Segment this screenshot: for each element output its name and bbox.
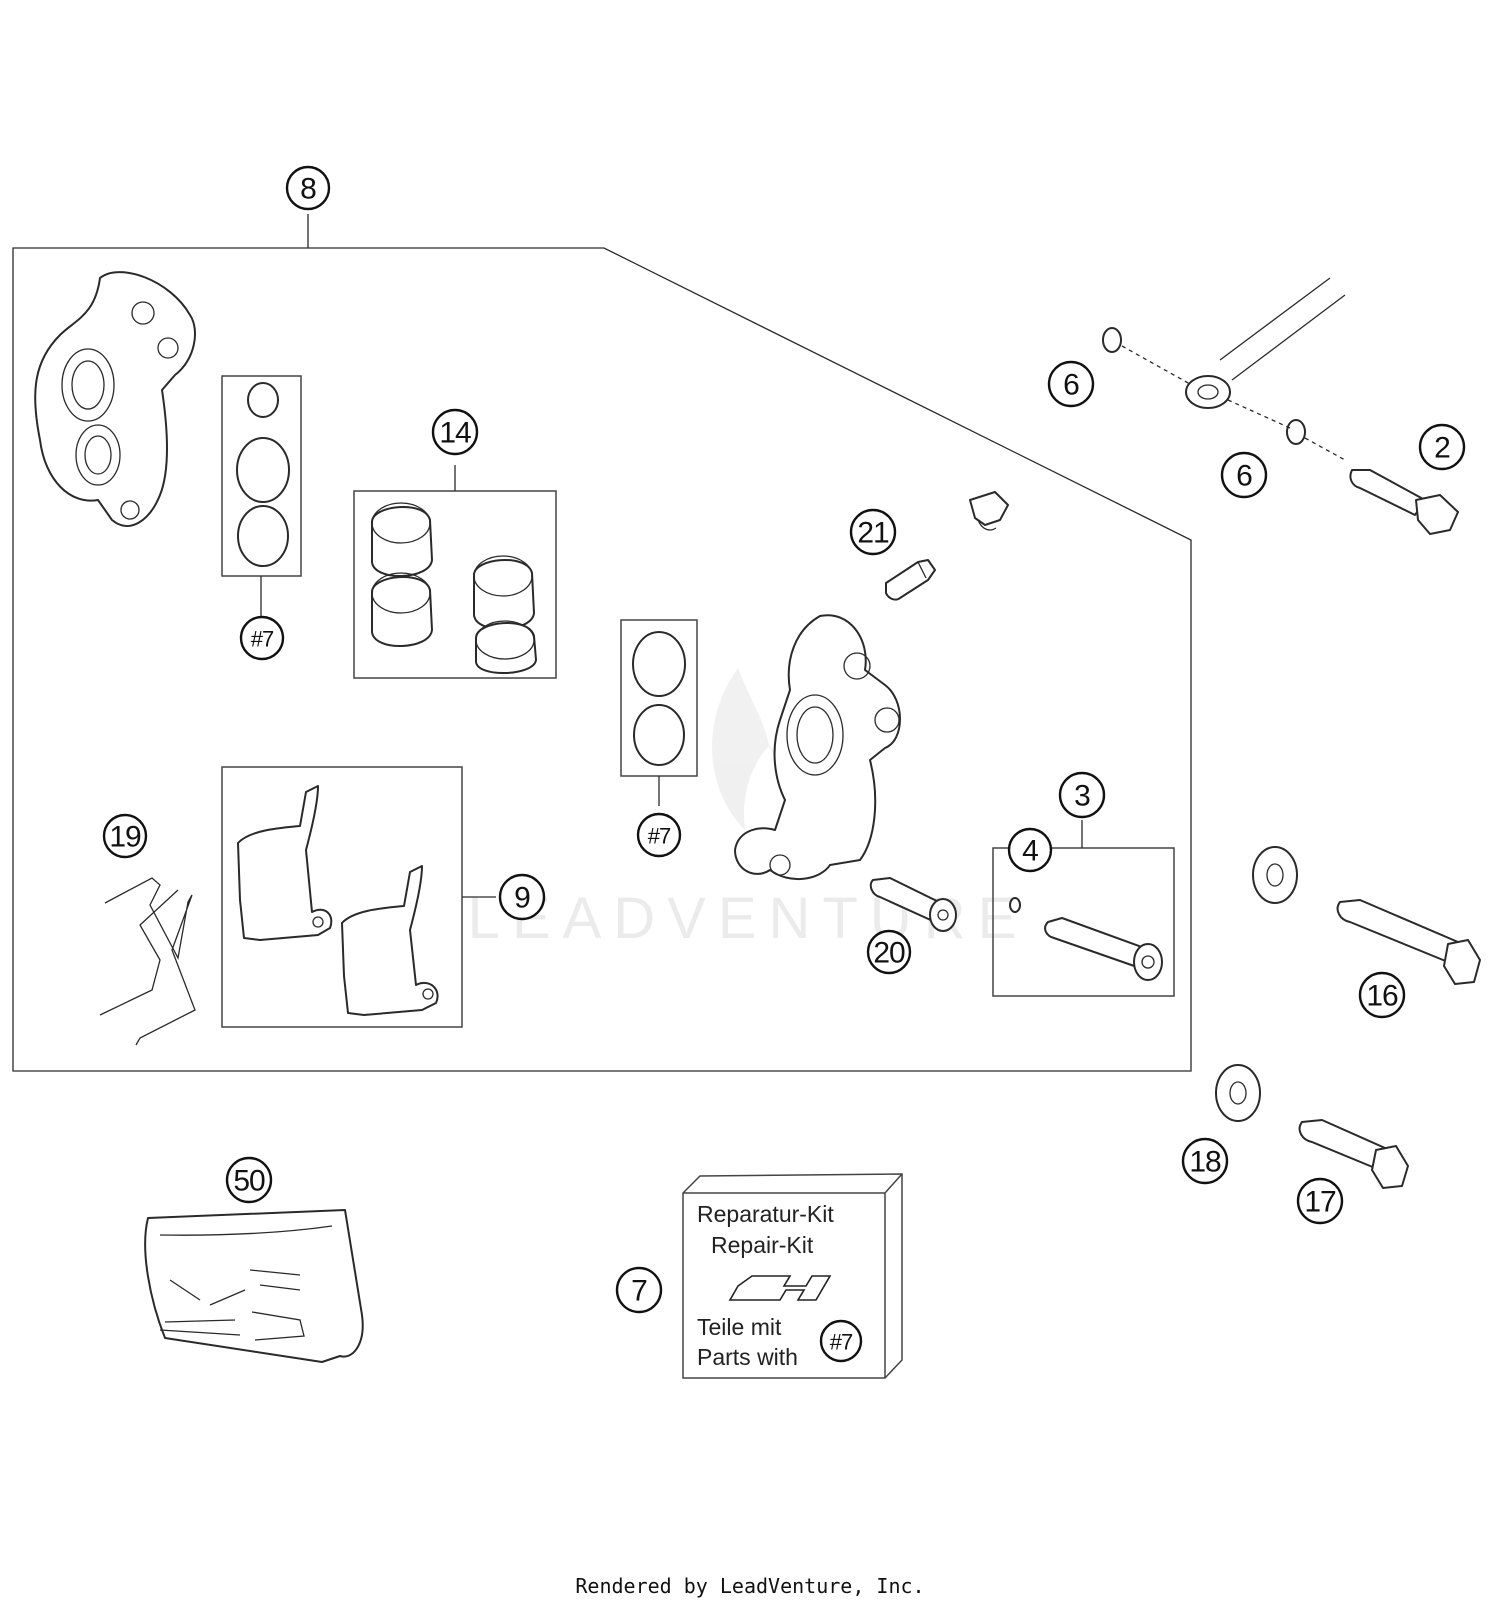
svg-text:16: 16 — [1366, 980, 1398, 1013]
caliper-half — [734, 614, 901, 881]
callout-20[interactable]: 20 — [866, 929, 912, 975]
seal-ring-a3 — [237, 505, 289, 567]
callout-3[interactable]: 3 — [1058, 771, 1106, 819]
bolt-20 — [869, 877, 957, 932]
svg-text:4: 4 — [1022, 835, 1038, 868]
repair-kit-line4: Parts with — [697, 1344, 798, 1370]
bleeder-valve — [885, 491, 1009, 601]
callout-7[interactable]: 7 — [615, 1266, 663, 1314]
callout-50[interactable]: 50 — [225, 1156, 273, 1204]
ktm-logo — [728, 1275, 832, 1301]
svg-text:#7: #7 — [648, 824, 671, 849]
callout-7-ref-b[interactable]: #7 — [636, 812, 682, 858]
svg-text:#7: #7 — [251, 627, 274, 652]
callout-6-lower[interactable]: 6 — [1220, 451, 1268, 499]
banjo-bolt — [1349, 469, 1459, 535]
svg-text:50: 50 — [233, 1165, 265, 1198]
svg-text:2: 2 — [1434, 432, 1450, 465]
svg-text:20: 20 — [873, 937, 905, 970]
seal-ring-a1 — [247, 382, 279, 418]
callout-19[interactable]: 19 — [102, 813, 148, 859]
svg-text:7: 7 — [631, 1275, 647, 1308]
svg-text:19: 19 — [109, 821, 141, 854]
svg-text:6: 6 — [1063, 369, 1079, 402]
footer-credit: Rendered by LeadVenture, Inc. — [575, 1574, 925, 1598]
seal-ring-a2 — [236, 437, 290, 503]
pad-spring — [99, 877, 196, 1046]
caliper-housing — [34, 271, 196, 527]
brake-line — [1102, 277, 1346, 461]
callout-17[interactable]: 17 — [1296, 1177, 1344, 1225]
seal-ring-b1 — [632, 631, 686, 697]
repair-kit-line1: Reparatur-Kit — [697, 1201, 834, 1227]
callout-7-ref-kit: #7 — [819, 1319, 863, 1363]
svg-text:8: 8 — [300, 173, 316, 206]
pin-bolt — [1009, 897, 1163, 981]
svg-text:21: 21 — [857, 517, 889, 550]
callout-6-upper[interactable]: 6 — [1047, 360, 1095, 408]
bolt-17 — [1215, 1064, 1409, 1189]
tool-bag — [144, 1209, 364, 1363]
svg-text:18: 18 — [1189, 1146, 1221, 1179]
callout-9[interactable]: 9 — [498, 873, 546, 921]
svg-text:17: 17 — [1304, 1186, 1336, 1219]
repair-kit-line3: Teile mit — [697, 1314, 782, 1340]
repair-kit-box: Reparatur-Kit Repair-Kit Teile mit Parts… — [682, 1173, 903, 1379]
seal-ring-b2 — [633, 704, 685, 766]
svg-text:3: 3 — [1074, 780, 1090, 813]
callout-16[interactable]: 16 — [1358, 971, 1406, 1019]
bolt-16 — [1252, 846, 1481, 985]
callout-4[interactable]: 4 — [1007, 827, 1053, 873]
svg-text:9: 9 — [514, 882, 530, 915]
svg-text:6: 6 — [1236, 460, 1252, 493]
svg-text:14: 14 — [439, 417, 471, 450]
callout-18[interactable]: 18 — [1181, 1137, 1229, 1185]
callout-8[interactable]: 8 — [285, 165, 331, 211]
callout-14[interactable]: 14 — [431, 408, 479, 456]
pistons — [371, 502, 537, 674]
repair-kit-line2: Repair-Kit — [711, 1232, 814, 1258]
brake-pads — [237, 785, 439, 1016]
caliper-assembly-outline — [12, 247, 1192, 1072]
pin-kit-box — [992, 847, 1175, 997]
callout-7-ref-a[interactable]: #7 — [239, 615, 285, 661]
svg-text:#7: #7 — [830, 1330, 853, 1355]
callout-21[interactable]: 21 — [849, 508, 897, 556]
callout-2[interactable]: 2 — [1418, 423, 1466, 471]
